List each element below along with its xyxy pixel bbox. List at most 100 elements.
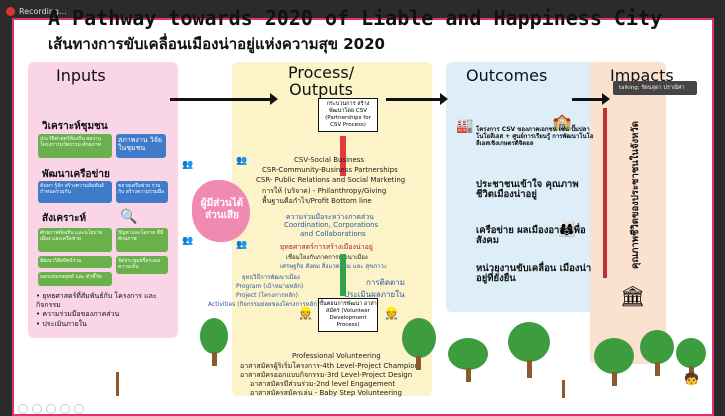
bare-tree-icon: [116, 372, 119, 396]
temple-icon: 🏛: [620, 284, 646, 308]
people-icon: 👥: [236, 156, 248, 166]
red-up-arrow: [340, 136, 346, 176]
tree-icon: [676, 338, 706, 368]
tree-icon: [448, 338, 488, 370]
tree-icon: [640, 330, 674, 364]
recording-indicator: Recording...: [0, 0, 73, 22]
presentation-controls: [18, 404, 84, 414]
monitoring-line-1: การติดตาม: [366, 278, 405, 287]
people-group-icon: 👨‍👩‍👧: [558, 222, 576, 238]
bare-tree-icon: [562, 380, 565, 398]
outcome-2: ประชาชนเข้าใจ คุณภาพชีวิตเมืองน่าอยู่: [476, 179, 579, 200]
strategy-sub-1: เชื่อมโยงกับภาคการพัฒนาเมือง: [286, 254, 368, 261]
volunteer-line-1: Professional Volunteering: [292, 352, 381, 360]
stakeholder-blob: [192, 180, 250, 242]
volunteer-line-3: อาสาสมัครออกแบบกิจกรรม-3rd Level-Project…: [240, 371, 413, 379]
synthesis-box-5: ออกแบบกลยุทธ์ และ ตัวชี้วัด: [38, 272, 112, 286]
analysis-box-1: ประวัติศาสตร์ท้องถิ่น ผลงานโครงการนวัตกร…: [38, 134, 112, 158]
arrow-process-outcomes: [386, 93, 448, 105]
inputs-section-analysis: วิเคราะห์ชุมชน: [42, 121, 108, 132]
volunteer-process-box: ขั้นตอนการพัฒนา อาสาสมัคร (Volunteer Dev…: [318, 298, 378, 332]
process-line-1: CSV-Social Business: [294, 156, 365, 164]
more-control[interactable]: [74, 404, 84, 414]
factory-icon: 🏭: [456, 118, 474, 134]
tree-trunk: [527, 360, 532, 378]
monitoring-line-2: ประเมินผลภายใน: [344, 290, 405, 299]
process-line-3: CSR- Public Relations and Social Marketi…: [256, 176, 406, 184]
magnifier-icon: 🔍: [120, 209, 138, 225]
tree-icon: [594, 338, 634, 374]
slide-title-en: A Pathway towards 2020 of Liable and Hap…: [48, 6, 663, 30]
inputs-heading: Inputs: [56, 66, 106, 85]
process-heading-line2: Outputs: [289, 80, 353, 99]
csv-process-box: กระบวนการ สร้างพัฒนาโดย CSV (Partnership…: [318, 98, 378, 132]
people-icon: 👥: [182, 236, 194, 246]
tree-icon: [508, 322, 550, 362]
outcome-1: โครงการ CSV ของภาคเอกชน เช่น ปั๊มปลา โนโ…: [476, 126, 594, 147]
tree-trunk: [212, 352, 217, 366]
green-up-arrow: [340, 254, 346, 296]
process-heading: Process/ Outputs: [288, 64, 354, 98]
inputs-bullet-1: • ยุทธศาสตร์ที่สัมพันธ์กับ โครงการ และ ก…: [36, 292, 157, 309]
coordination-en-2: and Collaborations: [300, 230, 366, 238]
tree-trunk: [416, 356, 421, 370]
arrow-outcomes-impacts: [572, 93, 610, 105]
record-icon: [6, 6, 15, 16]
tree-icon: [402, 318, 436, 358]
strategy-sub-2: เศรษฐกิจ สังคม สิ่งแวดล้อม และ สุขภาวะ: [280, 263, 388, 270]
volunteer-icon: 👷: [384, 306, 399, 320]
network-box-1: ค้นหา รู้จัก สร้างความสัมพันธ์ กำหนดร่วม…: [38, 181, 112, 203]
stakeholder-label: ผู้มีส่วนได้ส่วนเสีย: [200, 198, 244, 221]
outcomes-red-bar: [603, 108, 607, 278]
program-line-2: Program (เป้าหมายหลัก): [236, 283, 304, 290]
process-line-5: พื้นฐานคือกำไร/Profit Bottom line: [262, 197, 372, 205]
process-heading-line1: Process/: [288, 63, 355, 82]
slide-title-th: เส้นทางการขับเคลื่อนเมืองน่าอยู่แห่งความ…: [48, 35, 385, 53]
volunteer-icon: 👷: [298, 306, 313, 320]
program-line-3: Project (โครงการหลัก): [236, 292, 298, 299]
arrow-inputs-process: [170, 93, 278, 105]
volunteer-line-2: อาสาสมัครผู้ริเริ่มโครงการ-4th Level-Pro…: [240, 362, 419, 370]
tree-trunk: [466, 368, 471, 382]
child-icon: 🧒: [684, 372, 699, 386]
synthesis-box-4: จัดประชุมหรือระดมความเห็น: [116, 256, 168, 274]
program-line-4: Activities (กิจกรรมย่อยของโครงการหลัก): [208, 301, 320, 308]
tree-icon: [200, 318, 228, 354]
outcomes-heading: Outcomes: [466, 66, 548, 85]
program-line-1: ยุทธวิธีการพัฒนาเมือง: [242, 274, 300, 281]
people-icon: 👥: [236, 240, 248, 250]
impact-text: คุณภาพชีวิตของประชาชนในจังหวัด: [630, 121, 641, 269]
pen-tool-control[interactable]: [46, 404, 56, 414]
recording-label: Recording...: [19, 6, 67, 16]
synthesis-box-2: ปัญหาและโอกาส ที่มีศักยภาพ: [116, 228, 168, 252]
tree-trunk: [655, 362, 660, 376]
outcome-4: หน่วยงานขับเคลื่อน เมืองน่าอยู่ที่ยั่งยื…: [476, 263, 592, 284]
coordination-th: ความร่วมมือระหว่างภาคส่วน: [286, 213, 374, 221]
zoom-control[interactable]: [60, 404, 70, 414]
impacts-heading: Impacts: [610, 66, 674, 85]
process-line-4: การให้ (บริจาค) - Philanthropy/Giving: [262, 187, 387, 195]
coordination-en-1: Coordination, Corporations: [284, 221, 379, 229]
inputs-bullet-2: • ความร่วมมือของภาคส่วน: [36, 310, 120, 318]
school-icon: 🏫: [552, 112, 572, 131]
synthesis-box-1: ศักยภาพท้องถิ่น และนโยบายเมือง และเครือข…: [38, 228, 112, 252]
outcome-3: เครือข่าย ผลเมืองอาสาเพื่อสังคม: [476, 225, 586, 246]
synthesis-box-3: พัฒนาวิสัยทัศน์ร่วม: [38, 256, 112, 268]
impacts-panel: [590, 62, 666, 364]
people-icon: 👥: [182, 160, 194, 170]
speaker-tooltip: talking: รัตนสุดา ปราณีศา: [613, 81, 697, 95]
tree-trunk: [612, 372, 617, 386]
volunteer-line-5: อาสาสมัครสมัครเล่น - Baby Step Volunteer…: [250, 389, 402, 397]
volunteer-line-4: อาสาสมัครมีส่วนร่วม-2nd level Engagement: [250, 380, 396, 388]
inputs-section-network: พัฒนาเครือข่าย: [42, 169, 110, 180]
process-line-2: CSR-Community-Business Partnerships: [262, 166, 398, 174]
outcomes-panel: [446, 62, 596, 312]
tree-trunk: [689, 366, 694, 378]
analysis-box-2: สภาพงาน วิจัยในชุมชน: [116, 134, 166, 158]
network-box-2: ขยายเครือข่าย ร่วมกับ สร้างความร่วมมือ: [116, 181, 168, 203]
next-slide-control[interactable]: [32, 404, 42, 414]
prev-slide-control[interactable]: [18, 404, 28, 414]
inputs-section-synthesis: สังเคราะห์: [42, 213, 87, 224]
strategy-line: ยุทธศาสตร์การสร้างเมืองน่าอยู่: [280, 243, 373, 251]
inputs-bullet-3: • ประเมินภายใน: [36, 320, 87, 328]
